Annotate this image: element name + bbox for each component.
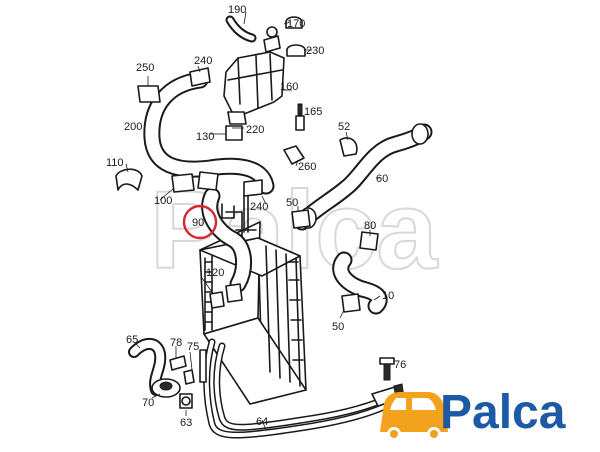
hose-10 <box>332 251 388 315</box>
part-label-240-mid[interactable]: 240 <box>250 201 268 213</box>
part-label-110[interactable]: 110 <box>106 157 124 169</box>
part-label-200[interactable]: 200 <box>124 121 142 133</box>
part-label-60[interactable]: 60 <box>376 173 388 185</box>
part-label-170[interactable]: 170 <box>287 18 305 30</box>
part-labels: 190 170 230 240 250 160 165 200 130 220 … <box>106 4 406 429</box>
part-label-65[interactable]: 65 <box>126 334 138 346</box>
part-label-78[interactable]: 78 <box>170 337 182 349</box>
part-label-100[interactable]: 100 <box>154 195 172 207</box>
part-label-63[interactable]: 63 <box>180 417 192 429</box>
part-label-220[interactable]: 220 <box>246 124 264 136</box>
part-label-76[interactable]: 76 <box>394 359 406 371</box>
pipes-64 <box>203 338 405 439</box>
radiator <box>199 221 307 405</box>
fittings-70-63 <box>151 378 193 409</box>
brand-name: Palca <box>440 386 566 439</box>
part-label-120[interactable]: 120 <box>206 267 224 279</box>
part-label-50-lower[interactable]: 50 <box>332 321 344 333</box>
leader-lines <box>125 11 392 431</box>
part-label-50-upper[interactable]: 50 <box>286 197 298 209</box>
hose-200 <box>143 71 275 195</box>
part-label-230[interactable]: 230 <box>306 45 324 57</box>
highlight-circle-part-90 <box>182 204 218 240</box>
part-label-160[interactable]: 160 <box>280 81 298 93</box>
part-label-240-top[interactable]: 240 <box>194 55 212 67</box>
part-label-52[interactable]: 52 <box>338 121 350 133</box>
part-label-260[interactable]: 260 <box>298 161 316 173</box>
clamps <box>115 67 379 313</box>
part-label-80[interactable]: 80 <box>364 220 376 232</box>
hose-120 <box>201 187 252 293</box>
brand-logo: Palca <box>380 386 566 441</box>
part-label-190[interactable]: 190 <box>228 4 246 16</box>
hose-65 <box>128 338 167 396</box>
hose-60 <box>293 123 433 231</box>
part-label-75[interactable]: 75 <box>187 341 199 353</box>
part-label-130[interactable]: 130 <box>196 131 214 143</box>
part-label-165[interactable]: 165 <box>304 106 322 118</box>
car-icon <box>380 392 448 441</box>
part-label-10[interactable]: 10 <box>382 290 394 302</box>
bolts <box>169 349 395 385</box>
part-label-90[interactable]: 90 <box>192 217 204 229</box>
expansion-tank <box>223 26 285 115</box>
part-label-64[interactable]: 64 <box>256 416 268 428</box>
part-label-250[interactable]: 250 <box>136 62 154 74</box>
part-label-70[interactable]: 70 <box>142 397 154 409</box>
